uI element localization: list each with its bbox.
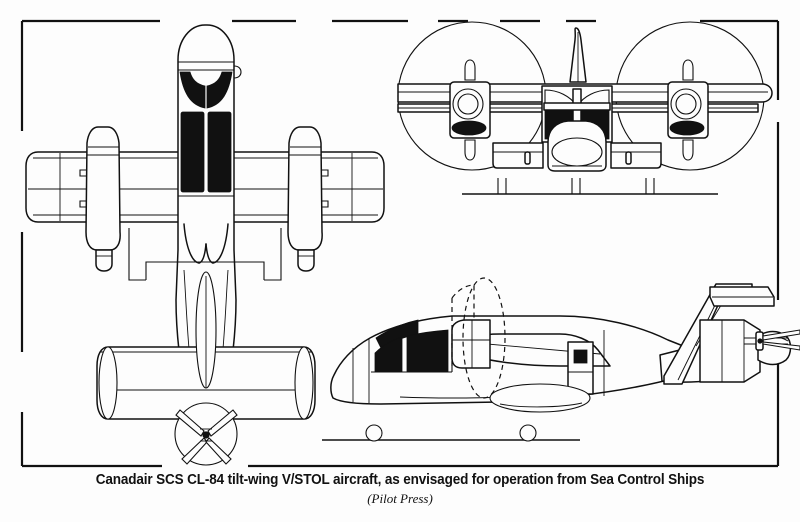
plan-left-nacelle [79,126,121,272]
figure-credit: (Pilot Press) [367,491,433,506]
front-sponsons [492,142,662,169]
side-prop-disc-dashed [462,277,506,399]
plan-tail-rotor [174,402,238,466]
side-view [322,277,800,442]
side-horizontal-tail [699,286,775,383]
side-cockpit-glazing [371,319,453,373]
figure-caption: Canadair SCS CL-84 tilt-wing V/STOL airc… [95,472,705,488]
front-vertical-fin [569,27,587,83]
border-frame [20,19,780,468]
front-left-nacelle [449,59,491,161]
side-ventral-fairing [489,383,591,413]
side-door [567,330,605,396]
side-main-wheel [519,424,537,442]
plan-view [25,24,385,466]
plan-forward-stabiliser-struts [128,228,282,281]
front-view [397,21,773,195]
side-tail-rotor [744,329,800,366]
front-landing-gear [462,178,718,195]
front-right-nacelle [667,59,709,161]
plan-right-nacelle [287,126,329,272]
plan-vertical-fin [195,271,217,389]
front-fuselage [541,85,613,172]
side-nose-wheel [365,424,383,442]
